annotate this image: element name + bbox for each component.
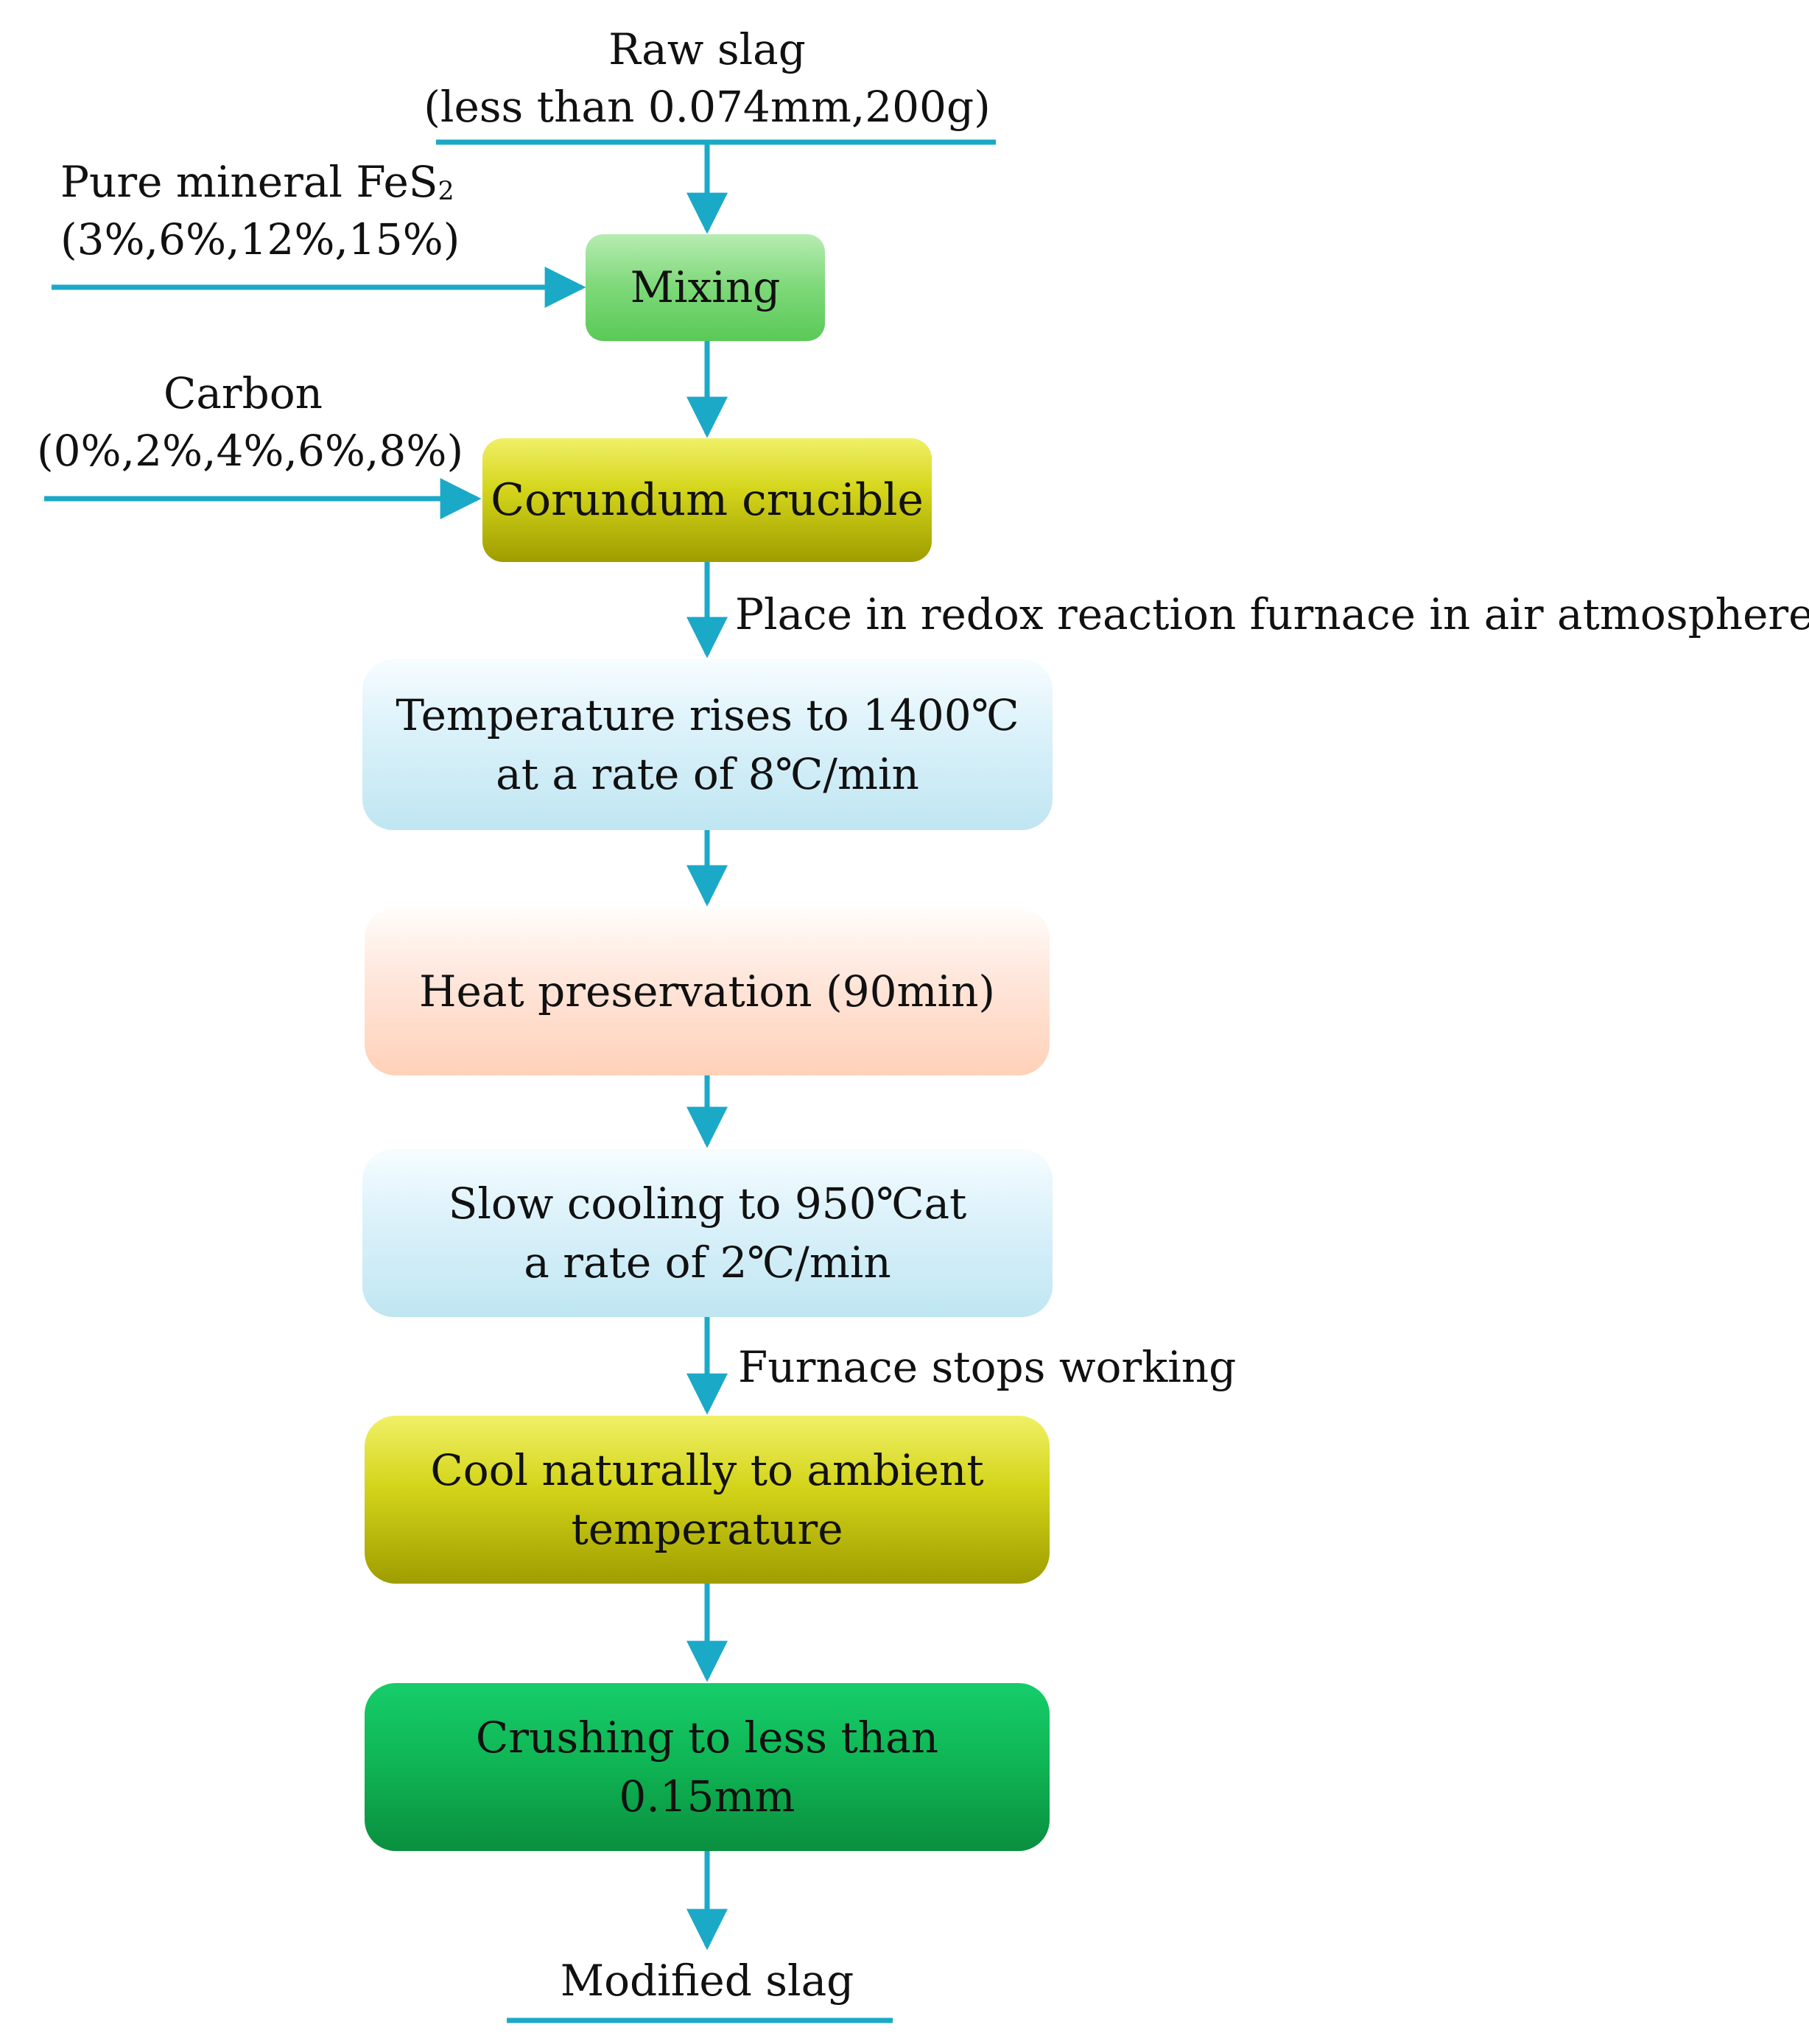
natural-cooling-step: Cool naturally to ambient temperature <box>365 1416 1050 1584</box>
raw-slag-title: Raw slag <box>608 24 806 74</box>
heat-preservation-step: Heat preservation (90min) <box>365 907 1050 1075</box>
carbon-label: Carbon (0%,2%,4%,6%,8%) <box>37 365 464 480</box>
raw-slag-label: Raw slag (less than 0.074mm,200g) <box>412 21 1002 136</box>
slow-cooling-step-line1: Slow cooling to 950℃at <box>448 1178 967 1229</box>
heating-step-line2: at a rate of 8℃/min <box>496 749 919 799</box>
crushing-step: Crushing to less than 0.15mm <box>365 1683 1050 1851</box>
mixing-step-label: Mixing <box>630 262 781 313</box>
fes2-subscript: 2 <box>438 177 454 207</box>
furnace-stops-annotation: Furnace stops working <box>738 1342 1237 1392</box>
corundum-crucible-step-label: Corundum crucible <box>491 474 924 526</box>
heating-step-line1: Temperature rises to 1400℃ <box>396 689 1019 740</box>
raw-slag-spec: (less than 0.074mm,200g) <box>424 82 991 133</box>
corundum-crucible-step: Corundum crucible <box>482 438 932 562</box>
natural-cooling-step-line2: temperature <box>571 1504 843 1554</box>
natural-cooling-step-line1: Cool naturally to ambient <box>430 1444 984 1495</box>
fes2-title: Pure mineral FeS2 <box>60 153 460 211</box>
carbon-title: Carbon <box>163 368 323 418</box>
slow-cooling-step: Slow cooling to 950℃at a rate of 2℃/min <box>362 1149 1053 1317</box>
fes2-title-text: Pure mineral FeS <box>60 157 438 207</box>
crushing-step-line1: Crushing to less than <box>475 1712 939 1763</box>
heat-preservation-step-label: Heat preservation (90min) <box>418 966 996 1016</box>
fes2-label: Pure mineral FeS2 (3%,6%,12%,15%) <box>60 153 460 269</box>
fes2-percentages: (3%,6%,12%,15%) <box>60 214 460 265</box>
carbon-percentages: (0%,2%,4%,6%,8%) <box>37 426 464 477</box>
crushing-step-line2: 0.15mm <box>619 1771 795 1822</box>
slow-cooling-step-line2: a rate of 2℃/min <box>524 1237 891 1288</box>
mixing-step: Mixing <box>586 234 825 341</box>
place-in-furnace-annotation: Place in redox reaction furnace in air a… <box>735 589 1809 639</box>
modified-slag-label: Modified slag <box>560 1956 854 2006</box>
heating-step: Temperature rises to 1400℃ at a rate of … <box>362 659 1053 830</box>
